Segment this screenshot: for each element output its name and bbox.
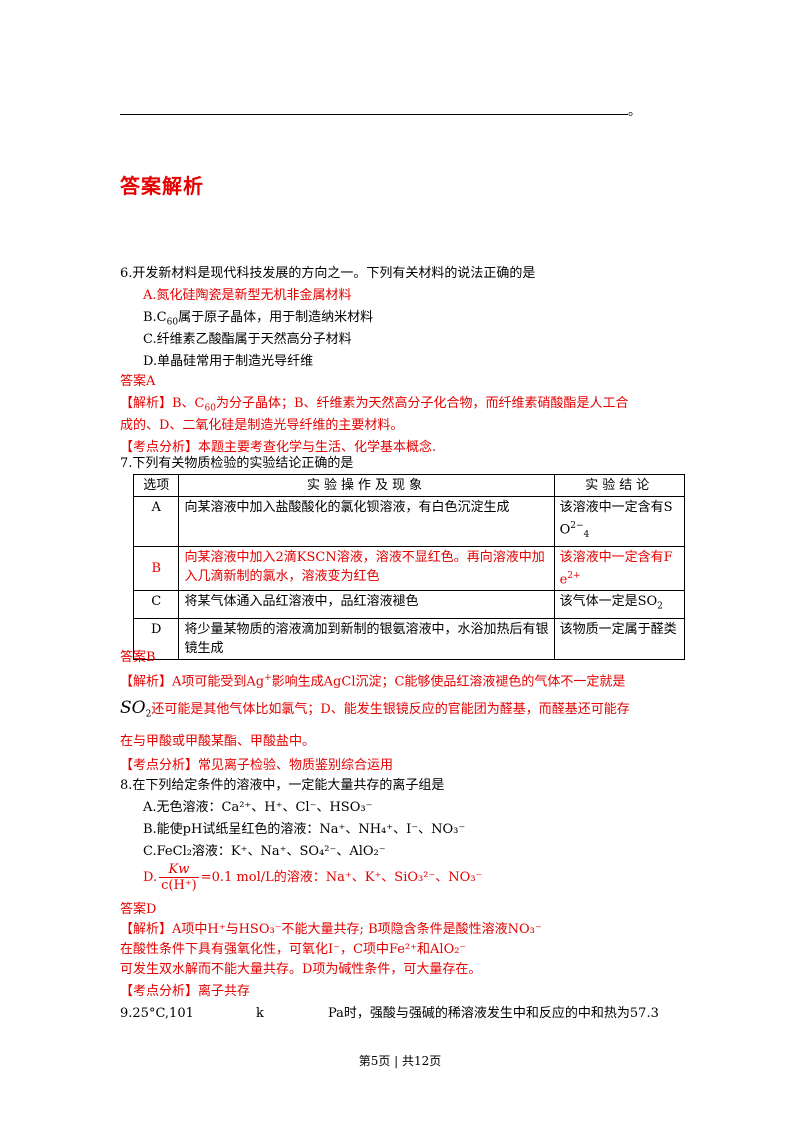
q8-analysis-line3: 可发生双水解而不能大量共存。D项为碱性条件，可大量存在。 [120, 962, 482, 977]
q8-points: 【考点分析】离子共存 [120, 984, 251, 999]
q8-stem: 8.在下列给定条件的溶液中，一定能大量共存的离子组是 [120, 778, 445, 793]
q6-stem: 6.开发新材料是现代科技发展的方向之一。下列有关材料的说法正确的是 [120, 266, 536, 281]
q6-analysis-line2: 成的、D、二氧化硅是制造光导纤维的主要材料。 [120, 418, 404, 433]
q6-points: 【考点分析】本题主要考查化学与生活、化学基本概念. [120, 440, 437, 455]
table-row: D 将少量某物质的溶液滴加到新制的银氨溶液中，水浴加热后有银镜生成 该物质一定属… [132, 617, 686, 660]
answer-blank-line [120, 114, 628, 115]
q7-analysis-line2: SO2还可能是其他气体比如氯气；D、能发生银镜反应的官能团为醛基，而醛基还可能存 [120, 698, 630, 720]
q6-analysis-line1: 【解析】B、C60为分子晶体；B、纤维素为天然高分子化合物，而纤维素硝酸酯是人工… [120, 396, 629, 414]
q6-option-c: C.纤维素乙酸酯属于天然高分子材料 [143, 332, 352, 347]
q8-analysis-line1: 【解析】A项中H⁺与HSO₃⁻不能大量共存; B项隐含条件是酸性溶液NO₃⁻ [120, 922, 542, 937]
table-row: A 向某溶液中加入盐酸酸化的氯化钡溶液，有白色沉淀生成 该溶液中一定含有SO2−… [132, 496, 686, 547]
page-footer: 第5页 | 共12页 [358, 1054, 442, 1068]
q6-answer: 答案A [120, 374, 156, 389]
row-operation: 向某溶液中加入盐酸酸化的氯化钡溶液，有白色沉淀生成 [178, 496, 555, 547]
row-option: A [132, 496, 180, 547]
row-option: C [132, 590, 180, 619]
q7-points: 【考点分析】常见离子检验、物质鉴别综合运用 [120, 758, 394, 773]
q6-option-a: A.氮化硅陶瓷是新型无机非金属材料 [143, 288, 352, 303]
q8-option-a: A.无色溶液：Ca²⁺、H⁺、Cl⁻、HSO₃⁻ [143, 800, 373, 815]
row-conclusion: 该物质一定属于醛类 [553, 617, 686, 660]
q7-stem: 7.下列有关物质检验的实验结论正确的是 [120, 456, 354, 471]
row-conclusion: 该溶液中一定含有SO2−4 [553, 496, 686, 547]
table-row: C 将某气体通入品红溶液中，品红溶液褪色 该气体一定是SO2 [132, 590, 686, 619]
q9-part3: Pa时，强酸与强碱的稀溶液发生中和反应的中和热为57.3 [328, 1006, 659, 1021]
q8-option-b: B.能使pH试纸呈红色的溶液：Na⁺、NH₄⁺、I⁻、NO₃⁻ [143, 822, 466, 837]
table-header-row: 选项 实验操作及现象 实验结论 [132, 474, 686, 497]
header-option: 选项 [132, 474, 180, 497]
row-operation: 将少量某物质的溶液滴加到新制的银氨溶液中，水浴加热后有银镜生成 [178, 617, 555, 660]
q7-experiment-table: 选项 实验操作及现象 实验结论 A 向某溶液中加入盐酸酸化的氯化钡溶液，有白色沉… [132, 474, 686, 660]
header-operation: 实验操作及现象 [178, 474, 555, 497]
table-row: B 向某溶液中加入2滴KSCN溶液，溶液不显红色。再向溶液中加入几滴新制的氯水，… [132, 545, 686, 592]
page-heading: 答案解析 [120, 174, 204, 198]
blank-period: 。 [628, 104, 642, 119]
q9-part1: 9.25°C,101 [120, 1006, 194, 1021]
q6-option-b: B.C60属于原子晶体，用于制造纳米材料 [143, 310, 374, 328]
q7-analysis-line1: 【解析】A项可能受到Ag+影响生成AgCl沉淀；C能够使品红溶液褪色的气体不一定… [120, 673, 626, 690]
header-conclusion: 实验结论 [553, 474, 686, 497]
row-operation: 将某气体通入品红溶液中，品红溶液褪色 [178, 590, 555, 619]
row-operation: 向某溶液中加入2滴KSCN溶液，溶液不显红色。再向溶液中加入几滴新制的氯水，溶液… [178, 545, 555, 592]
row-option: D [132, 617, 180, 660]
row-conclusion: 该气体一定是SO2 [553, 590, 686, 619]
q9-part2: k [256, 1006, 264, 1021]
q8-analysis-line2: 在酸性条件下具有强氧化性，可氧化I⁻，C项中Fe²⁺和AlO₂⁻ [120, 942, 467, 957]
q8-option-c: C.FeCl₂溶液：K⁺、Na⁺、SO₄²⁻、AlO₂⁻ [143, 844, 386, 859]
q6-option-d: D.单晶硅常用于制造光导纤维 [143, 354, 314, 369]
row-option: B [132, 545, 180, 592]
q7-answer: 答案B [120, 650, 156, 665]
row-conclusion: 该溶液中一定含有Fe2+ [553, 545, 686, 592]
q7-analysis-line3: 在与甲酸或甲酸某酯、甲酸盐中。 [120, 734, 316, 749]
q8-answer: 答案D [120, 902, 157, 917]
